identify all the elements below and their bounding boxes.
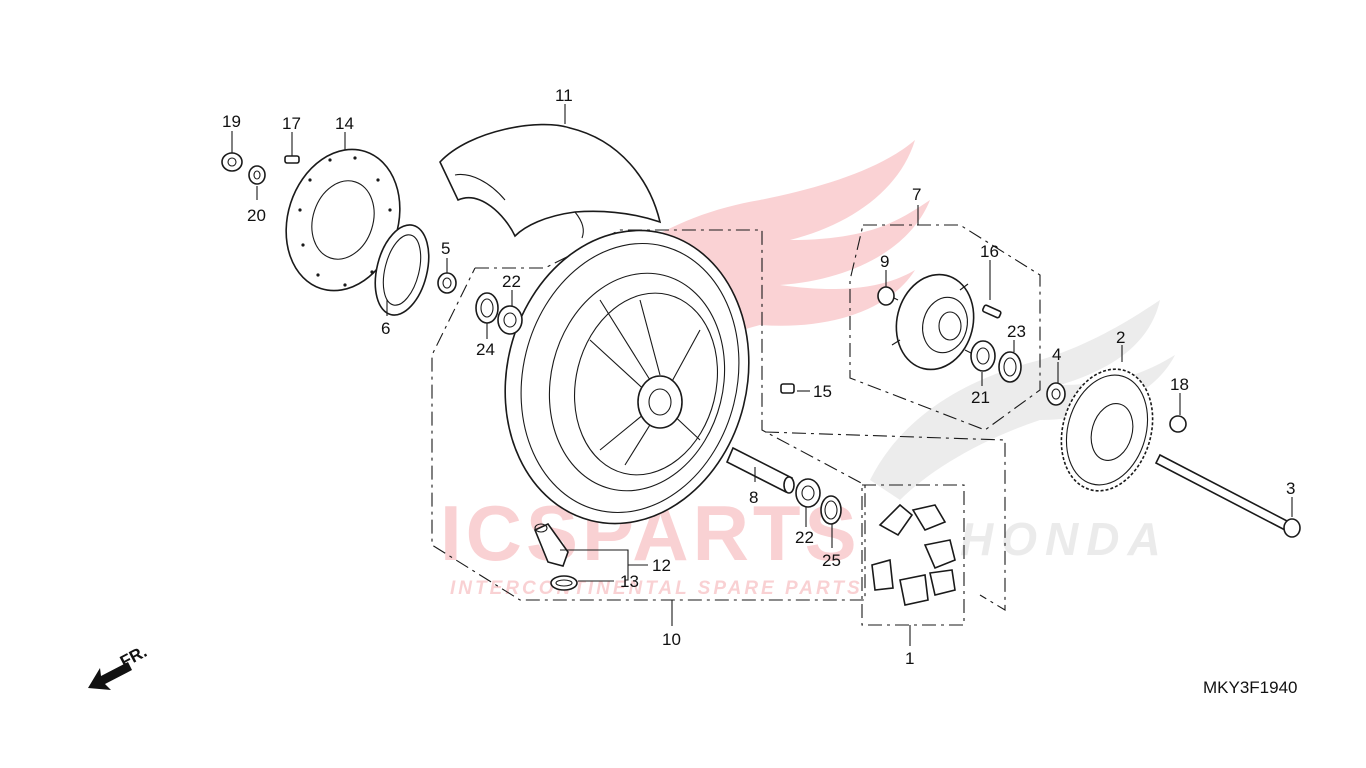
driven-flange [889, 273, 976, 371]
bolt-17 [284, 150, 300, 164]
callout-15: 15 [813, 382, 832, 401]
callout-1: 1 [905, 649, 914, 668]
callout-12: 12 [652, 556, 671, 575]
group-1-outline [861, 484, 965, 626]
brake-disc [285, 148, 401, 292]
callout-5: 5 [441, 239, 450, 258]
stud-16 [981, 304, 1002, 319]
callout-21: 21 [971, 388, 990, 407]
honda-watermark: HONDA [870, 300, 1175, 565]
dust-seal [374, 224, 430, 316]
callout-18: 18 [1170, 375, 1189, 394]
rear-wheel [504, 229, 750, 525]
watermark-tagline: INTERCONTINENTAL SPARE PARTS [450, 578, 863, 599]
nut-19 [221, 152, 243, 172]
callout-14: 14 [335, 114, 354, 133]
group-7-outline [849, 224, 1041, 431]
callout-2: 2 [1116, 328, 1125, 347]
callout-7: 7 [912, 185, 921, 204]
collar-5 [437, 272, 457, 294]
sprocket [1060, 368, 1154, 492]
washer-4 [1046, 382, 1066, 406]
leader-lines [231, 104, 1293, 646]
oil-seal-24 [475, 292, 499, 324]
callout-11: 11 [555, 86, 573, 105]
callout-3: 3 [1286, 479, 1295, 498]
front-arrow-icon [88, 662, 132, 690]
damper-rubbers [871, 503, 956, 606]
pin-15 [780, 383, 795, 394]
watermark-maker: HONDA [960, 513, 1169, 565]
callout-22-right: 22 [795, 528, 814, 547]
front-direction: FR. [88, 642, 150, 690]
valve [533, 522, 569, 567]
rear-axle [1154, 453, 1301, 538]
nut-18 [1169, 415, 1187, 433]
oil-seal-23 [998, 351, 1022, 383]
callouts: 1 2 3 4 5 6 7 8 9 10 11 12 13 14 15 16 1… [222, 86, 1295, 668]
callout-19: 19 [222, 112, 241, 131]
callout-4: 4 [1052, 345, 1061, 364]
distance-collar [725, 446, 795, 494]
bearing-22-left [497, 305, 523, 335]
callout-24: 24 [476, 340, 495, 359]
callout-20: 20 [247, 206, 266, 225]
callout-25: 25 [822, 551, 841, 570]
o-ring-25 [820, 495, 842, 525]
callout-16: 16 [980, 242, 999, 261]
collar-9 [877, 286, 895, 306]
callout-13: 13 [620, 572, 639, 591]
callout-6: 6 [381, 319, 390, 338]
callout-10: 10 [662, 630, 681, 649]
callout-23: 23 [1007, 322, 1026, 341]
callout-22-left: 22 [502, 272, 521, 291]
assembly-guide [764, 431, 1006, 611]
tire [439, 123, 662, 239]
diagram-code: MKY3F1940 [1203, 678, 1298, 697]
honda-wing-logo [870, 300, 1175, 500]
bearing-22-right [795, 478, 821, 508]
o-ring-13 [550, 575, 578, 591]
callout-8: 8 [749, 488, 758, 507]
callout-17: 17 [282, 114, 301, 133]
bearing-21 [970, 340, 996, 372]
callout-9: 9 [880, 252, 889, 271]
washer-20 [248, 165, 266, 185]
